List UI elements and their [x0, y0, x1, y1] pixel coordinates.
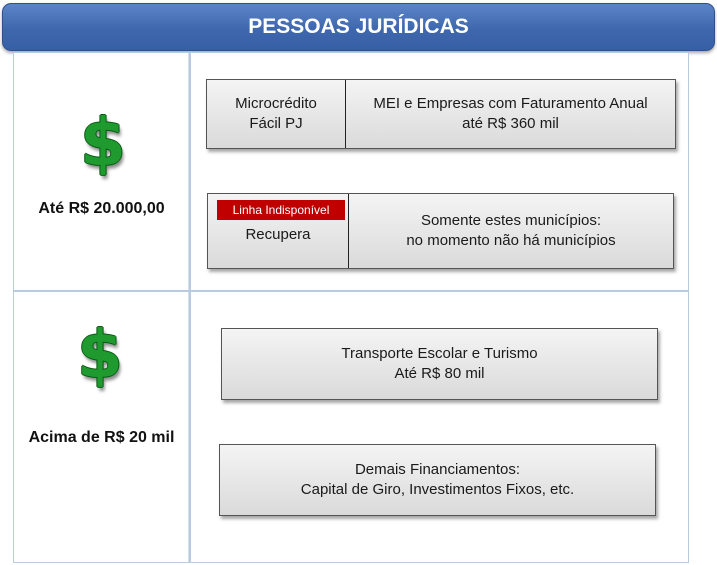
dollar-sign-icon: $	[77, 316, 123, 393]
page-title-text: PESSOAS JURÍDICAS	[248, 15, 469, 38]
tier-2-amount-label: Acima de R$ 20 mil	[28, 429, 175, 446]
product-description-line-2: no momento não há municípios	[406, 232, 616, 249]
product-name-line-1: Microcrédito	[235, 95, 317, 112]
dollar-sign-icon: $	[80, 104, 126, 181]
product-description: MEI e Empresas com Faturamento Anual até…	[346, 80, 675, 148]
box-divider	[348, 194, 349, 268]
product-description-line-2: até R$ 360 mil	[462, 115, 559, 132]
tier-1-amount-label: Até R$ 20.000,00	[38, 200, 165, 217]
unavailable-badge: Linha Indisponível	[217, 200, 345, 220]
product-description-line-1: Somente estes municípios:	[420, 212, 602, 229]
product-name: Recupera	[208, 216, 348, 254]
product-description-line-1: Transporte Escolar e Turismo	[341, 345, 538, 362]
product-description-line-1: MEI e Empresas com Faturamento Anual	[373, 95, 648, 112]
demais-financiamentos-product[interactable]: Demais Financiamentos: Capital de Giro, …	[219, 444, 656, 516]
product-name-line-1: Recupera	[245, 226, 311, 243]
tier-1-amount-cell	[13, 52, 190, 291]
tier-2-amount-cell	[13, 291, 190, 563]
product-description: Demais Financiamentos: Capital de Giro, …	[301, 460, 574, 500]
box-divider	[345, 80, 346, 148]
product-description-line-2: Capital de Giro, Investimentos Fixos, et…	[300, 481, 575, 498]
product-description-line-2: Até R$ 80 mil	[394, 365, 485, 382]
product-description-line-1: Demais Financiamentos:	[354, 461, 521, 478]
product-description: Somente estes municípios: no momento não…	[349, 194, 673, 268]
page-title: PESSOAS JURÍDICAS	[2, 3, 715, 51]
product-name-line-2: Fácil PJ	[249, 115, 303, 132]
product-name: Microcrédito Fácil PJ	[207, 80, 345, 148]
product-description: Transporte Escolar e Turismo Até R$ 80 m…	[341, 344, 537, 384]
microcredito-facil-pj-product[interactable]: Microcrédito Fácil PJ MEI e Empresas com…	[206, 79, 676, 149]
transporte-escolar-product[interactable]: Transporte Escolar e Turismo Até R$ 80 m…	[221, 328, 658, 400]
recupera-product[interactable]: Linha Indisponível Recupera Somente este…	[207, 193, 674, 269]
